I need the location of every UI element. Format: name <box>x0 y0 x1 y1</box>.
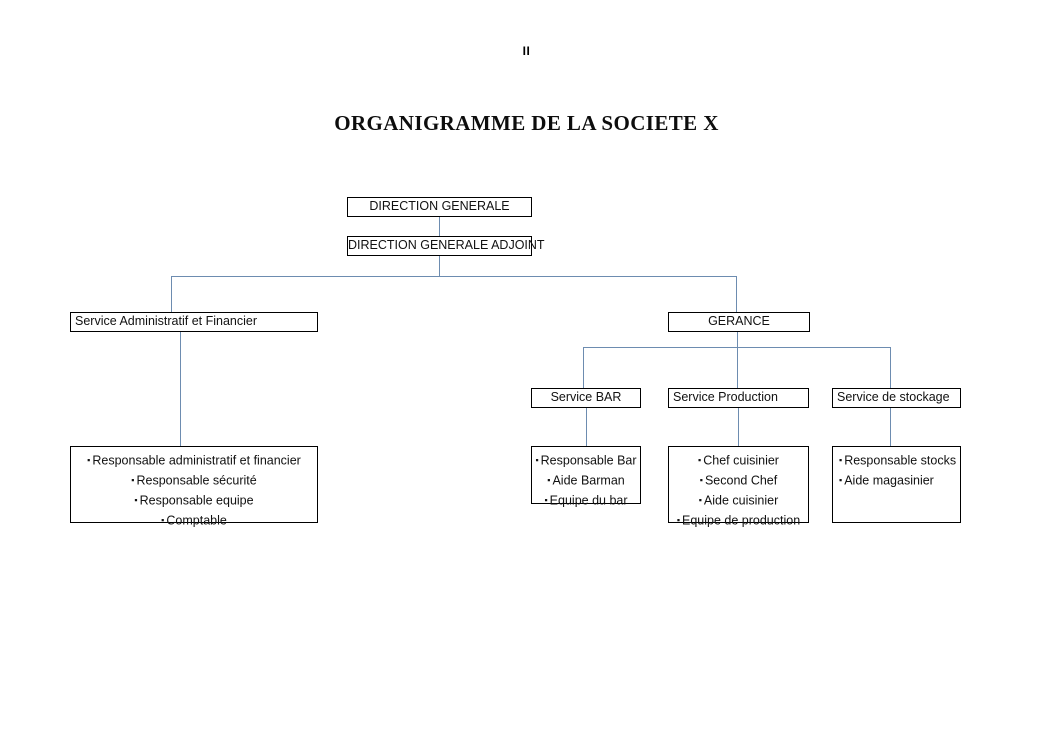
list-item: ▪Responsable equipe <box>71 491 317 511</box>
bullet-icon: ▪ <box>839 455 843 465</box>
node-service-administratif-label: Service Administratif et Financier <box>75 314 258 328</box>
list-item-label: Responsable stocks <box>844 453 957 468</box>
detail-list-service-production: ▪Chef cuisinier ▪Second Chef ▪Aide cuisi… <box>669 451 808 531</box>
connector-bus-to-service-administratif <box>171 276 173 312</box>
bullet-icon: ▪ <box>676 515 681 525</box>
connector-dga-stem <box>439 256 441 277</box>
list-item: ▪Responsable Bar <box>532 451 640 471</box>
list-item: ▪Responsable sécurité <box>71 471 317 491</box>
list-item-label: Responsable Bar <box>540 453 637 468</box>
bullet-icon: ▪ <box>699 475 703 485</box>
bullet-icon: ▪ <box>87 455 91 465</box>
list-item: ▪Aide Barman <box>532 471 640 491</box>
list-item: ▪Equipe du bar <box>532 491 640 511</box>
list-item: ▪Chef cuisinier <box>669 451 808 471</box>
list-item: ▪Second Chef <box>669 471 808 491</box>
list-item-label: Equipe du bar <box>549 493 628 508</box>
list-item-label: Responsable equipe <box>139 493 254 508</box>
list-item-label: Responsable sécurité <box>136 473 257 488</box>
list-item-label: Second Chef <box>704 473 778 488</box>
node-service-production-label: Service Production <box>673 390 778 404</box>
page-header: II <box>522 44 531 58</box>
list-item: ▪Comptable <box>71 511 317 531</box>
node-service-stockage-label: Service de stockage <box>837 390 950 404</box>
detail-box-service-administratif[interactable]: ▪Responsable administratif et financier … <box>70 446 318 528</box>
bullet-icon: ▪ <box>839 475 843 485</box>
node-gerance-label: GERANCE <box>708 314 770 328</box>
list-item-label: Equipe de production <box>682 513 801 528</box>
bullet-icon: ▪ <box>698 455 702 465</box>
list-item: ▪Equipe de production <box>669 511 808 531</box>
node-direction-generale[interactable]: DIRECTION GENERALE <box>347 197 532 217</box>
node-service-administratif[interactable]: Service Administratif et Financier <box>70 312 318 332</box>
list-item: ▪Aide magasinier <box>833 471 960 491</box>
list-item-label: Responsable administratif et financier <box>92 453 301 468</box>
bullet-icon: ▪ <box>698 495 702 505</box>
detail-list-service-stockage: ▪Responsable stocks ▪Aide magasinier <box>833 451 960 491</box>
bullet-icon: ▪ <box>131 475 135 485</box>
page-title: ORGANIGRAMME DE LA SOCIETE X <box>334 111 719 135</box>
list-item-label: Aide cuisinier <box>703 493 779 508</box>
detail-box-service-bar[interactable]: ▪Responsable Bar ▪Aide Barman ▪Equipe du… <box>531 446 641 508</box>
list-item-label: Aide magasinier <box>844 473 934 488</box>
node-service-production[interactable]: Service Production <box>668 388 809 408</box>
connector-service-production-to-details <box>738 408 740 446</box>
detail-list-service-bar: ▪Responsable Bar ▪Aide Barman ▪Equipe du… <box>532 451 640 511</box>
node-service-stockage[interactable]: Service de stockage <box>832 388 961 408</box>
bullet-icon: ▪ <box>535 455 539 465</box>
connector-dga-bus <box>171 276 737 278</box>
connector-bus-to-service-bar <box>583 347 585 388</box>
connector-service-administratif-to-details <box>180 332 182 446</box>
list-item-label: Aide Barman <box>552 473 625 488</box>
list-item: ▪Responsable administratif et financier <box>71 451 317 471</box>
node-gerance[interactable]: GERANCE <box>668 312 810 332</box>
connector-service-stockage-to-details <box>890 408 892 446</box>
node-direction-generale-adjoint-label: DIRECTION GENERALE ADJOINT <box>348 238 545 252</box>
connector-bus-to-service-production <box>737 347 739 388</box>
node-direction-generale-label: DIRECTION GENERALE <box>369 199 510 213</box>
list-item-label: Comptable <box>166 513 227 528</box>
list-item-label: Chef cuisinier <box>703 453 779 468</box>
detail-list-service-administratif: ▪Responsable administratif et financier … <box>71 451 317 531</box>
bullet-icon: ▪ <box>134 495 138 505</box>
node-service-bar-label: Service BAR <box>550 390 622 404</box>
connector-dg-to-dga <box>439 217 441 246</box>
bullet-icon: ▪ <box>544 495 548 505</box>
detail-box-service-production[interactable]: ▪Chef cuisinier ▪Second Chef ▪Aide cuisi… <box>668 446 809 528</box>
bullet-icon: ▪ <box>161 515 165 525</box>
connector-gerance-stem <box>737 332 739 348</box>
node-direction-generale-adjoint[interactable]: DIRECTION GENERALE ADJOINT <box>347 236 545 256</box>
node-service-bar[interactable]: Service BAR <box>531 388 641 408</box>
list-item: ▪Responsable stocks <box>833 451 960 471</box>
detail-box-service-stockage[interactable]: ▪Responsable stocks ▪Aide magasinier <box>832 446 961 523</box>
connector-service-bar-to-details <box>586 408 588 446</box>
list-item: ▪Aide cuisinier <box>669 491 808 511</box>
connector-bus-to-gerance <box>736 276 738 312</box>
connector-bus-to-service-stockage <box>890 347 892 388</box>
bullet-icon: ▪ <box>547 475 551 485</box>
